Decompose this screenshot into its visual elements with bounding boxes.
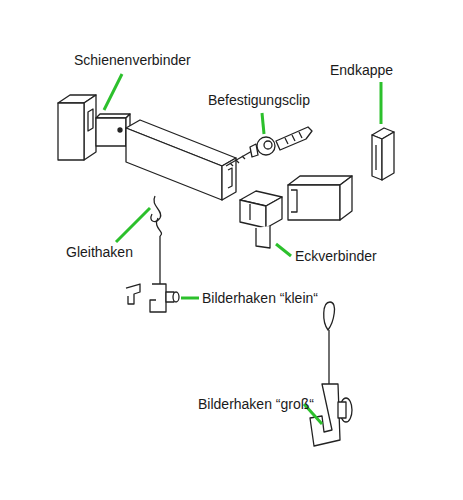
rail-connector xyxy=(96,114,130,146)
mounting-clip xyxy=(226,127,312,166)
part-label: Bilderhaken “klein“ xyxy=(202,290,318,306)
part-label: Schienenverbinder xyxy=(74,52,191,68)
end-cap xyxy=(372,128,394,180)
corner-connector xyxy=(240,191,282,248)
part-label: Bilderhaken “groß“ xyxy=(198,396,314,412)
part-label: Eckverbinder xyxy=(295,248,377,264)
rail-piece-left xyxy=(58,95,96,160)
rail-main xyxy=(126,120,236,200)
picture-hook-large xyxy=(310,302,352,446)
leader-lines xyxy=(104,74,381,424)
part-label: Befestigungsclip xyxy=(208,92,310,108)
glide-hook-assembly xyxy=(150,196,179,312)
rail-piece-right xyxy=(288,176,352,220)
glide-hook xyxy=(126,284,140,304)
part-label: Gleithaken xyxy=(66,244,133,260)
part-label: Endkappe xyxy=(330,62,393,78)
